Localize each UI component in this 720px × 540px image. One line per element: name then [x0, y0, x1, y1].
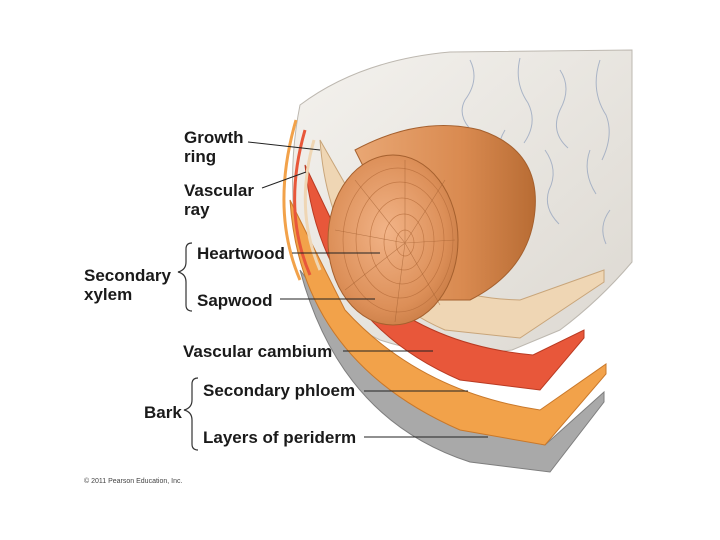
- bark-cracks: [461, 57, 611, 245]
- label-vascular-ray: Vascular ray: [184, 181, 254, 219]
- heartwood-face: [327, 154, 459, 326]
- label-bark: Bark: [144, 403, 182, 422]
- label-heartwood: Heartwood: [197, 244, 285, 263]
- copyright-notice: © 2011 Pearson Education, Inc.: [84, 478, 183, 485]
- secondary-xylem-brace: [177, 242, 193, 312]
- label-secondary-phloem: Secondary phloem: [203, 381, 356, 400]
- braces: [177, 242, 199, 451]
- label-vascular-cambium: Vascular cambium: [183, 342, 333, 361]
- label-sapwood: Sapwood: [197, 291, 273, 310]
- label-growth-ring: Growth ring: [184, 128, 244, 166]
- growth-rings-on-face: [342, 167, 454, 313]
- bark-brace: [183, 377, 199, 451]
- label-secondary-xylem: Secondary xylem: [84, 266, 171, 304]
- leader-lines: [247, 141, 488, 438]
- label-layers-of-periderm: Layers of periderm: [203, 428, 357, 447]
- vascular-rays-on-face: [334, 160, 456, 323]
